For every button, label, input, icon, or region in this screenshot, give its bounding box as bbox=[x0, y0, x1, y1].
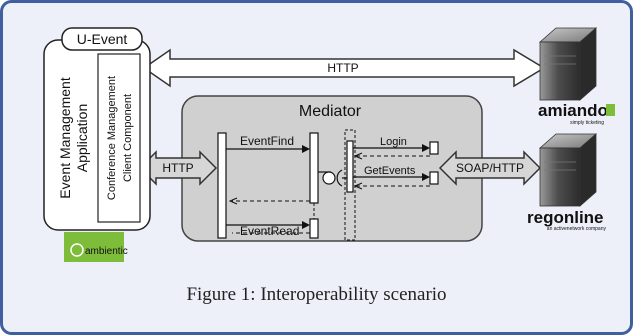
server-icon-amiando bbox=[538, 27, 598, 101]
ambientic-logo: ambientic bbox=[64, 232, 128, 262]
login-arrowhead bbox=[422, 144, 430, 152]
eventread-label: EventRead bbox=[240, 224, 299, 238]
connector-socket bbox=[336, 169, 343, 187]
connector-ball bbox=[322, 171, 336, 185]
client-lifeline-bar bbox=[217, 132, 227, 239]
service-activation bbox=[346, 140, 354, 193]
left-http-label: HTTP bbox=[162, 161, 193, 175]
client-component-box bbox=[97, 53, 141, 223]
eventfind-arrowhead bbox=[302, 145, 310, 153]
client-label-line2: Client Component bbox=[122, 94, 134, 182]
getevents-arrowhead bbox=[422, 173, 430, 181]
getevents-return-head bbox=[353, 182, 363, 190]
eventfind-label: EventFind bbox=[240, 134, 294, 148]
figure-caption: Figure 1: Interoperability scenario bbox=[186, 284, 447, 305]
eventread-arrowhead bbox=[302, 221, 310, 229]
client-label-line1: Conference Management bbox=[106, 76, 118, 200]
eventfind-return-head bbox=[228, 197, 238, 205]
login-label: Login bbox=[380, 136, 407, 148]
login-target-bar bbox=[429, 141, 439, 155]
mediator-lifeline-bar-2 bbox=[309, 218, 319, 239]
top-http-label: HTTP bbox=[327, 61, 358, 75]
service-lifeline-dashed bbox=[344, 129, 356, 241]
amiando-tagline: simply ticketing bbox=[570, 120, 604, 126]
app-label-line1: Event Management bbox=[57, 77, 73, 199]
mediator-title: Mediator bbox=[299, 103, 362, 120]
amiando-logo: amiando bbox=[538, 101, 608, 120]
mediator-lifeline-bar bbox=[309, 132, 319, 204]
app-label-line2: Application bbox=[74, 104, 90, 173]
login-return-head bbox=[353, 152, 363, 160]
svg-text:ambientic: ambientic bbox=[85, 246, 128, 257]
regonline-logo: regonline bbox=[527, 208, 604, 227]
left-http-arrow bbox=[138, 150, 218, 186]
getevents-target-bar bbox=[429, 171, 439, 185]
server-icon-regonline bbox=[538, 133, 598, 207]
regonline-tagline: an activenetwork company bbox=[547, 226, 607, 232]
soap-http-label: SOAP/HTTP bbox=[456, 161, 524, 175]
uevent-tab bbox=[61, 27, 143, 51]
uevent-tab-label: U-Event bbox=[77, 31, 128, 47]
getevents-label: GetEvents bbox=[364, 165, 416, 177]
amiando-logo-mark bbox=[606, 104, 615, 116]
